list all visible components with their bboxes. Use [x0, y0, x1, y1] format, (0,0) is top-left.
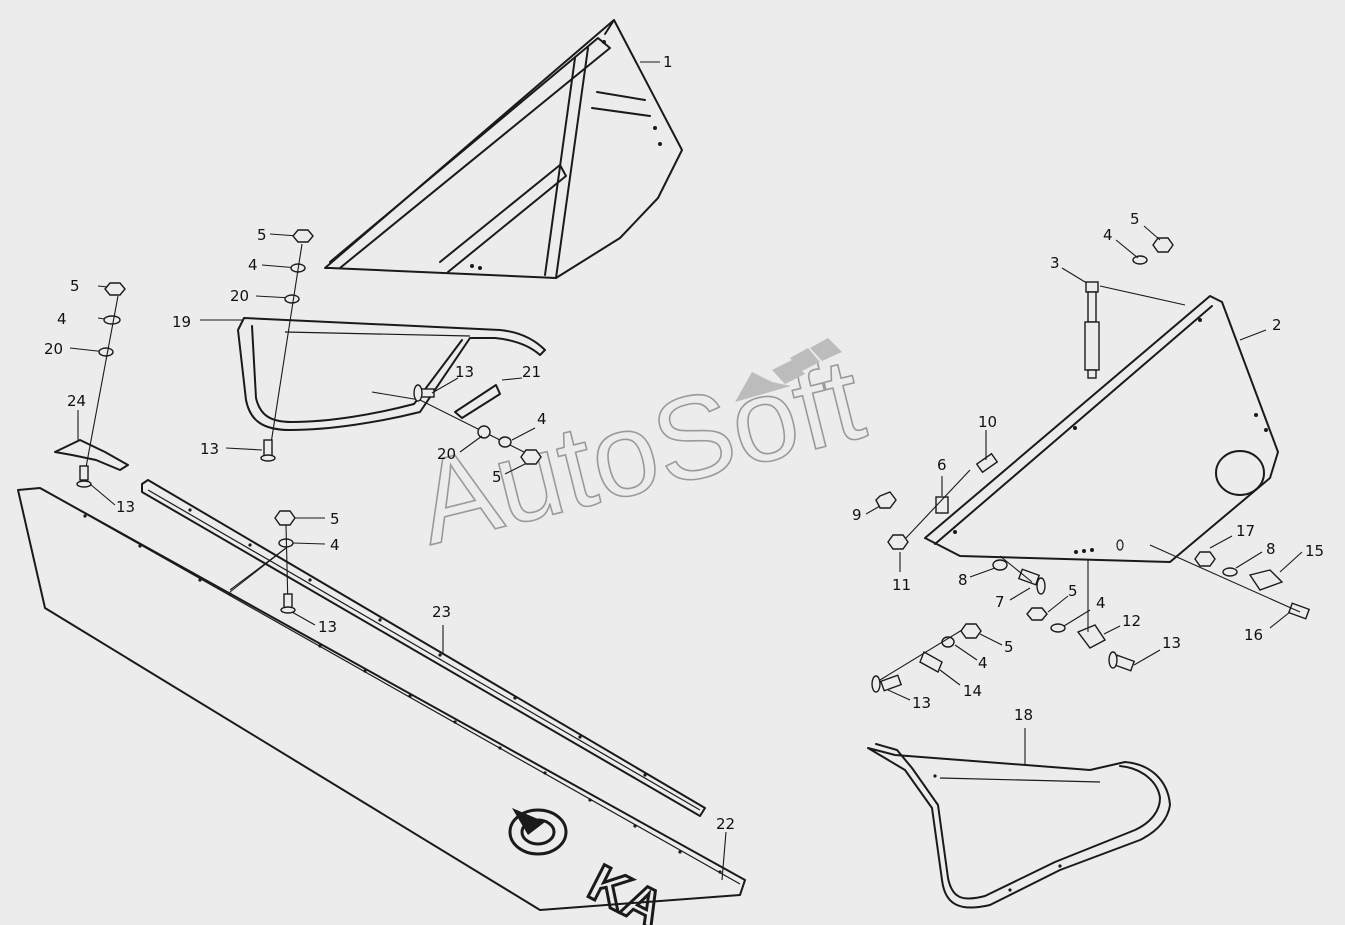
callout-8: 8	[958, 571, 968, 589]
callout-22: 22	[716, 815, 735, 833]
callout-20: 20	[437, 445, 456, 463]
callout-6: 6	[937, 456, 947, 474]
callout-20: 20	[44, 340, 63, 358]
callout-5: 5	[1004, 638, 1014, 656]
callout-18: 18	[1014, 706, 1033, 724]
top-frame-part	[324, 19, 683, 279]
logo-icon	[508, 808, 568, 856]
strip-23	[141, 479, 706, 817]
callout-13: 13	[200, 440, 219, 458]
callout-5: 5	[70, 277, 80, 295]
callout-13: 13	[116, 498, 135, 516]
callout-4: 4	[57, 310, 67, 328]
callout-4: 4	[537, 410, 547, 428]
callout-2: 2	[1272, 316, 1282, 334]
callout-5: 5	[330, 510, 340, 528]
callout-13: 13	[1162, 634, 1181, 652]
callout-20: 20	[230, 287, 249, 305]
callout-4: 4	[1103, 226, 1113, 244]
panel-lettering: KA	[580, 854, 673, 925]
callout-4: 4	[978, 654, 988, 672]
callout-17: 17	[1236, 522, 1255, 540]
callout-19: 19	[172, 313, 191, 331]
callout-4: 4	[330, 536, 340, 554]
direction-arrow-icon	[735, 338, 842, 402]
callout-5: 5	[1130, 210, 1140, 228]
callout-labels: 1 2 3 4 5 10 6 9 11 8 7 5 4 12 13 5 4 14…	[44, 53, 1324, 833]
callout-11: 11	[892, 576, 911, 594]
callout-14: 14	[963, 682, 982, 700]
callout-4: 4	[248, 256, 258, 274]
callout-5: 5	[257, 226, 267, 244]
callout-9: 9	[852, 506, 862, 524]
callout-15: 15	[1305, 542, 1324, 560]
callout-8: 8	[1266, 540, 1276, 558]
callout-5: 5	[1068, 582, 1078, 600]
middle-guard-rail	[237, 317, 546, 431]
front-panel-22: KA	[17, 487, 746, 925]
callout-13: 13	[912, 694, 931, 712]
callout-21: 21	[522, 363, 541, 381]
hardware-and-leaders	[69, 225, 1311, 881]
callout-13: 13	[455, 363, 474, 381]
callout-10: 10	[978, 413, 997, 431]
callout-13: 13	[318, 618, 337, 636]
lower-guard-18	[867, 743, 1171, 909]
callout-23: 23	[432, 603, 451, 621]
callout-5: 5	[492, 468, 502, 486]
callout-12: 12	[1122, 612, 1141, 630]
callout-1: 1	[663, 53, 673, 71]
callout-16: 16	[1244, 626, 1263, 644]
right-guard-2	[924, 295, 1279, 563]
callout-24: 24	[67, 392, 86, 410]
callout-3: 3	[1050, 254, 1060, 272]
callout-7: 7	[995, 593, 1005, 611]
callout-4: 4	[1096, 594, 1106, 612]
small-bracket-24	[54, 439, 129, 471]
